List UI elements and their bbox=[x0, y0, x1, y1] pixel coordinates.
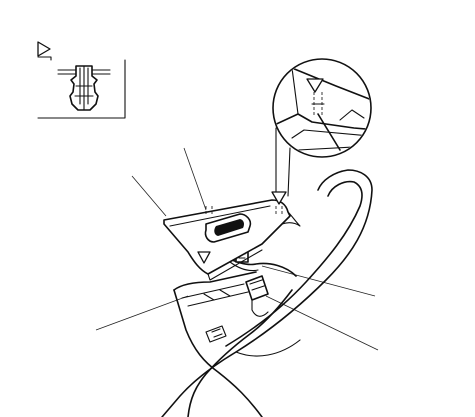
console-side-rail bbox=[161, 169, 373, 417]
leader-panel bbox=[131, 175, 167, 217]
inset-frame bbox=[37, 59, 126, 119]
leader-lines bbox=[95, 147, 379, 351]
leader-console bbox=[95, 295, 189, 331]
console-lower-edge bbox=[187, 289, 293, 417]
circular-detail-view bbox=[272, 58, 372, 158]
detail-triangle-marker-icon bbox=[306, 78, 324, 93]
panel-clip-marker-left-icon bbox=[197, 251, 211, 264]
console-panel bbox=[163, 191, 301, 281]
console-top-edge bbox=[173, 271, 257, 291]
console-lower-bevel bbox=[235, 339, 301, 357]
detail-link-line-2 bbox=[287, 147, 291, 197]
console-front-edge bbox=[173, 289, 263, 417]
panel-side-tab bbox=[281, 211, 301, 227]
console-clip-slots bbox=[203, 289, 231, 301]
clip-icon bbox=[57, 65, 111, 111]
center-console bbox=[161, 169, 373, 417]
wiring-connectors bbox=[227, 249, 297, 317]
console-bracket bbox=[205, 325, 227, 343]
inset-corner-top bbox=[37, 56, 52, 61]
console-trim-lines bbox=[181, 283, 249, 307]
leader-clip bbox=[183, 147, 207, 211]
leader-connector-upper bbox=[261, 265, 376, 297]
clip-triangle-marker-icon bbox=[37, 41, 51, 57]
leader-connector-lower bbox=[265, 295, 379, 351]
clip-detail-inset bbox=[37, 41, 126, 119]
panel-clip-marker-right-icon bbox=[271, 191, 287, 205]
